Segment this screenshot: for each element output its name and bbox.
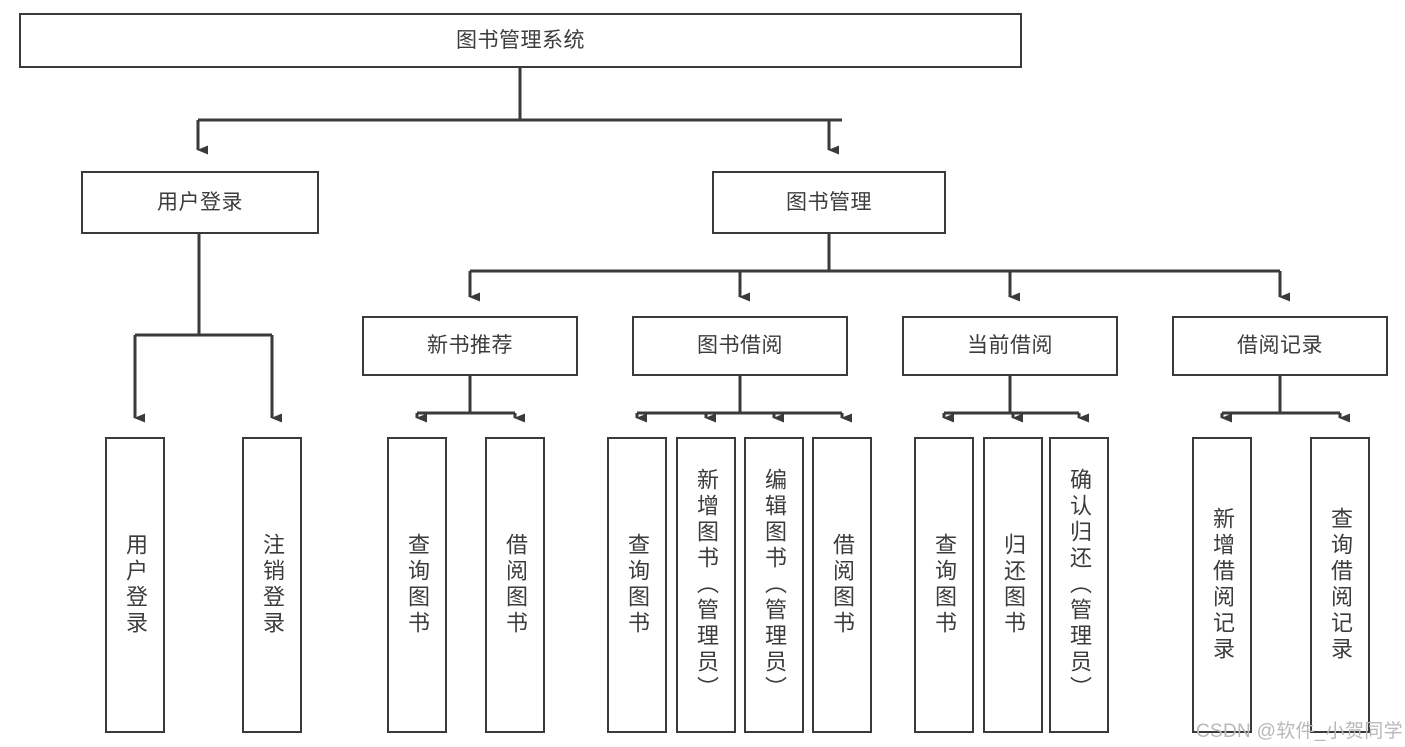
node-leaf-query-book-recommend[interactable]: 查询图书 bbox=[387, 437, 447, 733]
node-leaf-borrow-book-recommend[interactable]: 借阅图书 bbox=[485, 437, 545, 733]
node-leaf-edit-book-label: 编辑图书（管理员） bbox=[762, 468, 787, 702]
node-user-login-label: 用户登录 bbox=[157, 190, 243, 214]
node-leaf-query-book-borrow[interactable]: 查询图书 bbox=[607, 437, 667, 733]
node-current-borrow-label: 当前借阅 bbox=[967, 334, 1053, 358]
node-borrow-record-label: 借阅记录 bbox=[1237, 334, 1323, 358]
node-leaf-confirm-return[interactable]: 确认归还（管理员） bbox=[1049, 437, 1109, 733]
node-leaf-user-logout[interactable]: 注销登录 bbox=[242, 437, 302, 733]
node-leaf-add-book-label: 新增图书（管理员） bbox=[694, 468, 719, 702]
node-leaf-query-book-current-label: 查询图书 bbox=[932, 533, 957, 637]
node-leaf-query-borrow-record[interactable]: 查询借阅记录 bbox=[1310, 437, 1370, 733]
node-root-label: 图书管理系统 bbox=[456, 28, 585, 52]
node-leaf-return-book[interactable]: 归还图书 bbox=[983, 437, 1043, 733]
node-book-manage-label: 图书管理 bbox=[786, 190, 872, 214]
node-user-login[interactable]: 用户登录 bbox=[81, 171, 319, 234]
node-leaf-add-borrow-record[interactable]: 新增借阅记录 bbox=[1192, 437, 1252, 733]
node-leaf-confirm-return-label: 确认归还（管理员） bbox=[1067, 468, 1092, 702]
node-leaf-user-logout-label: 注销登录 bbox=[260, 533, 285, 637]
node-leaf-borrow-book[interactable]: 借阅图书 bbox=[812, 437, 872, 733]
node-leaf-add-book[interactable]: 新增图书（管理员） bbox=[676, 437, 736, 733]
node-borrow-record[interactable]: 借阅记录 bbox=[1172, 316, 1388, 376]
node-current-borrow[interactable]: 当前借阅 bbox=[902, 316, 1118, 376]
node-book-borrow-label: 图书借阅 bbox=[697, 334, 783, 358]
node-leaf-user-login-label: 用户登录 bbox=[123, 533, 148, 637]
node-leaf-user-login[interactable]: 用户登录 bbox=[105, 437, 165, 733]
node-leaf-query-book-current[interactable]: 查询图书 bbox=[914, 437, 974, 733]
node-leaf-add-borrow-record-label: 新增借阅记录 bbox=[1210, 507, 1235, 663]
node-new-book-recommend-label: 新书推荐 bbox=[427, 334, 513, 358]
node-leaf-query-borrow-record-label: 查询借阅记录 bbox=[1328, 507, 1353, 663]
node-root[interactable]: 图书管理系统 bbox=[19, 13, 1022, 68]
node-book-manage[interactable]: 图书管理 bbox=[712, 171, 946, 234]
node-new-book-recommend[interactable]: 新书推荐 bbox=[362, 316, 578, 376]
node-leaf-borrow-book-label: 借阅图书 bbox=[830, 533, 855, 637]
node-leaf-query-book-borrow-label: 查询图书 bbox=[625, 533, 650, 637]
node-book-borrow[interactable]: 图书借阅 bbox=[632, 316, 848, 376]
node-leaf-query-book-recommend-label: 查询图书 bbox=[405, 533, 430, 637]
node-leaf-return-book-label: 归还图书 bbox=[1001, 533, 1026, 637]
node-leaf-borrow-book-recommend-label: 借阅图书 bbox=[503, 533, 528, 637]
node-leaf-edit-book[interactable]: 编辑图书（管理员） bbox=[744, 437, 804, 733]
